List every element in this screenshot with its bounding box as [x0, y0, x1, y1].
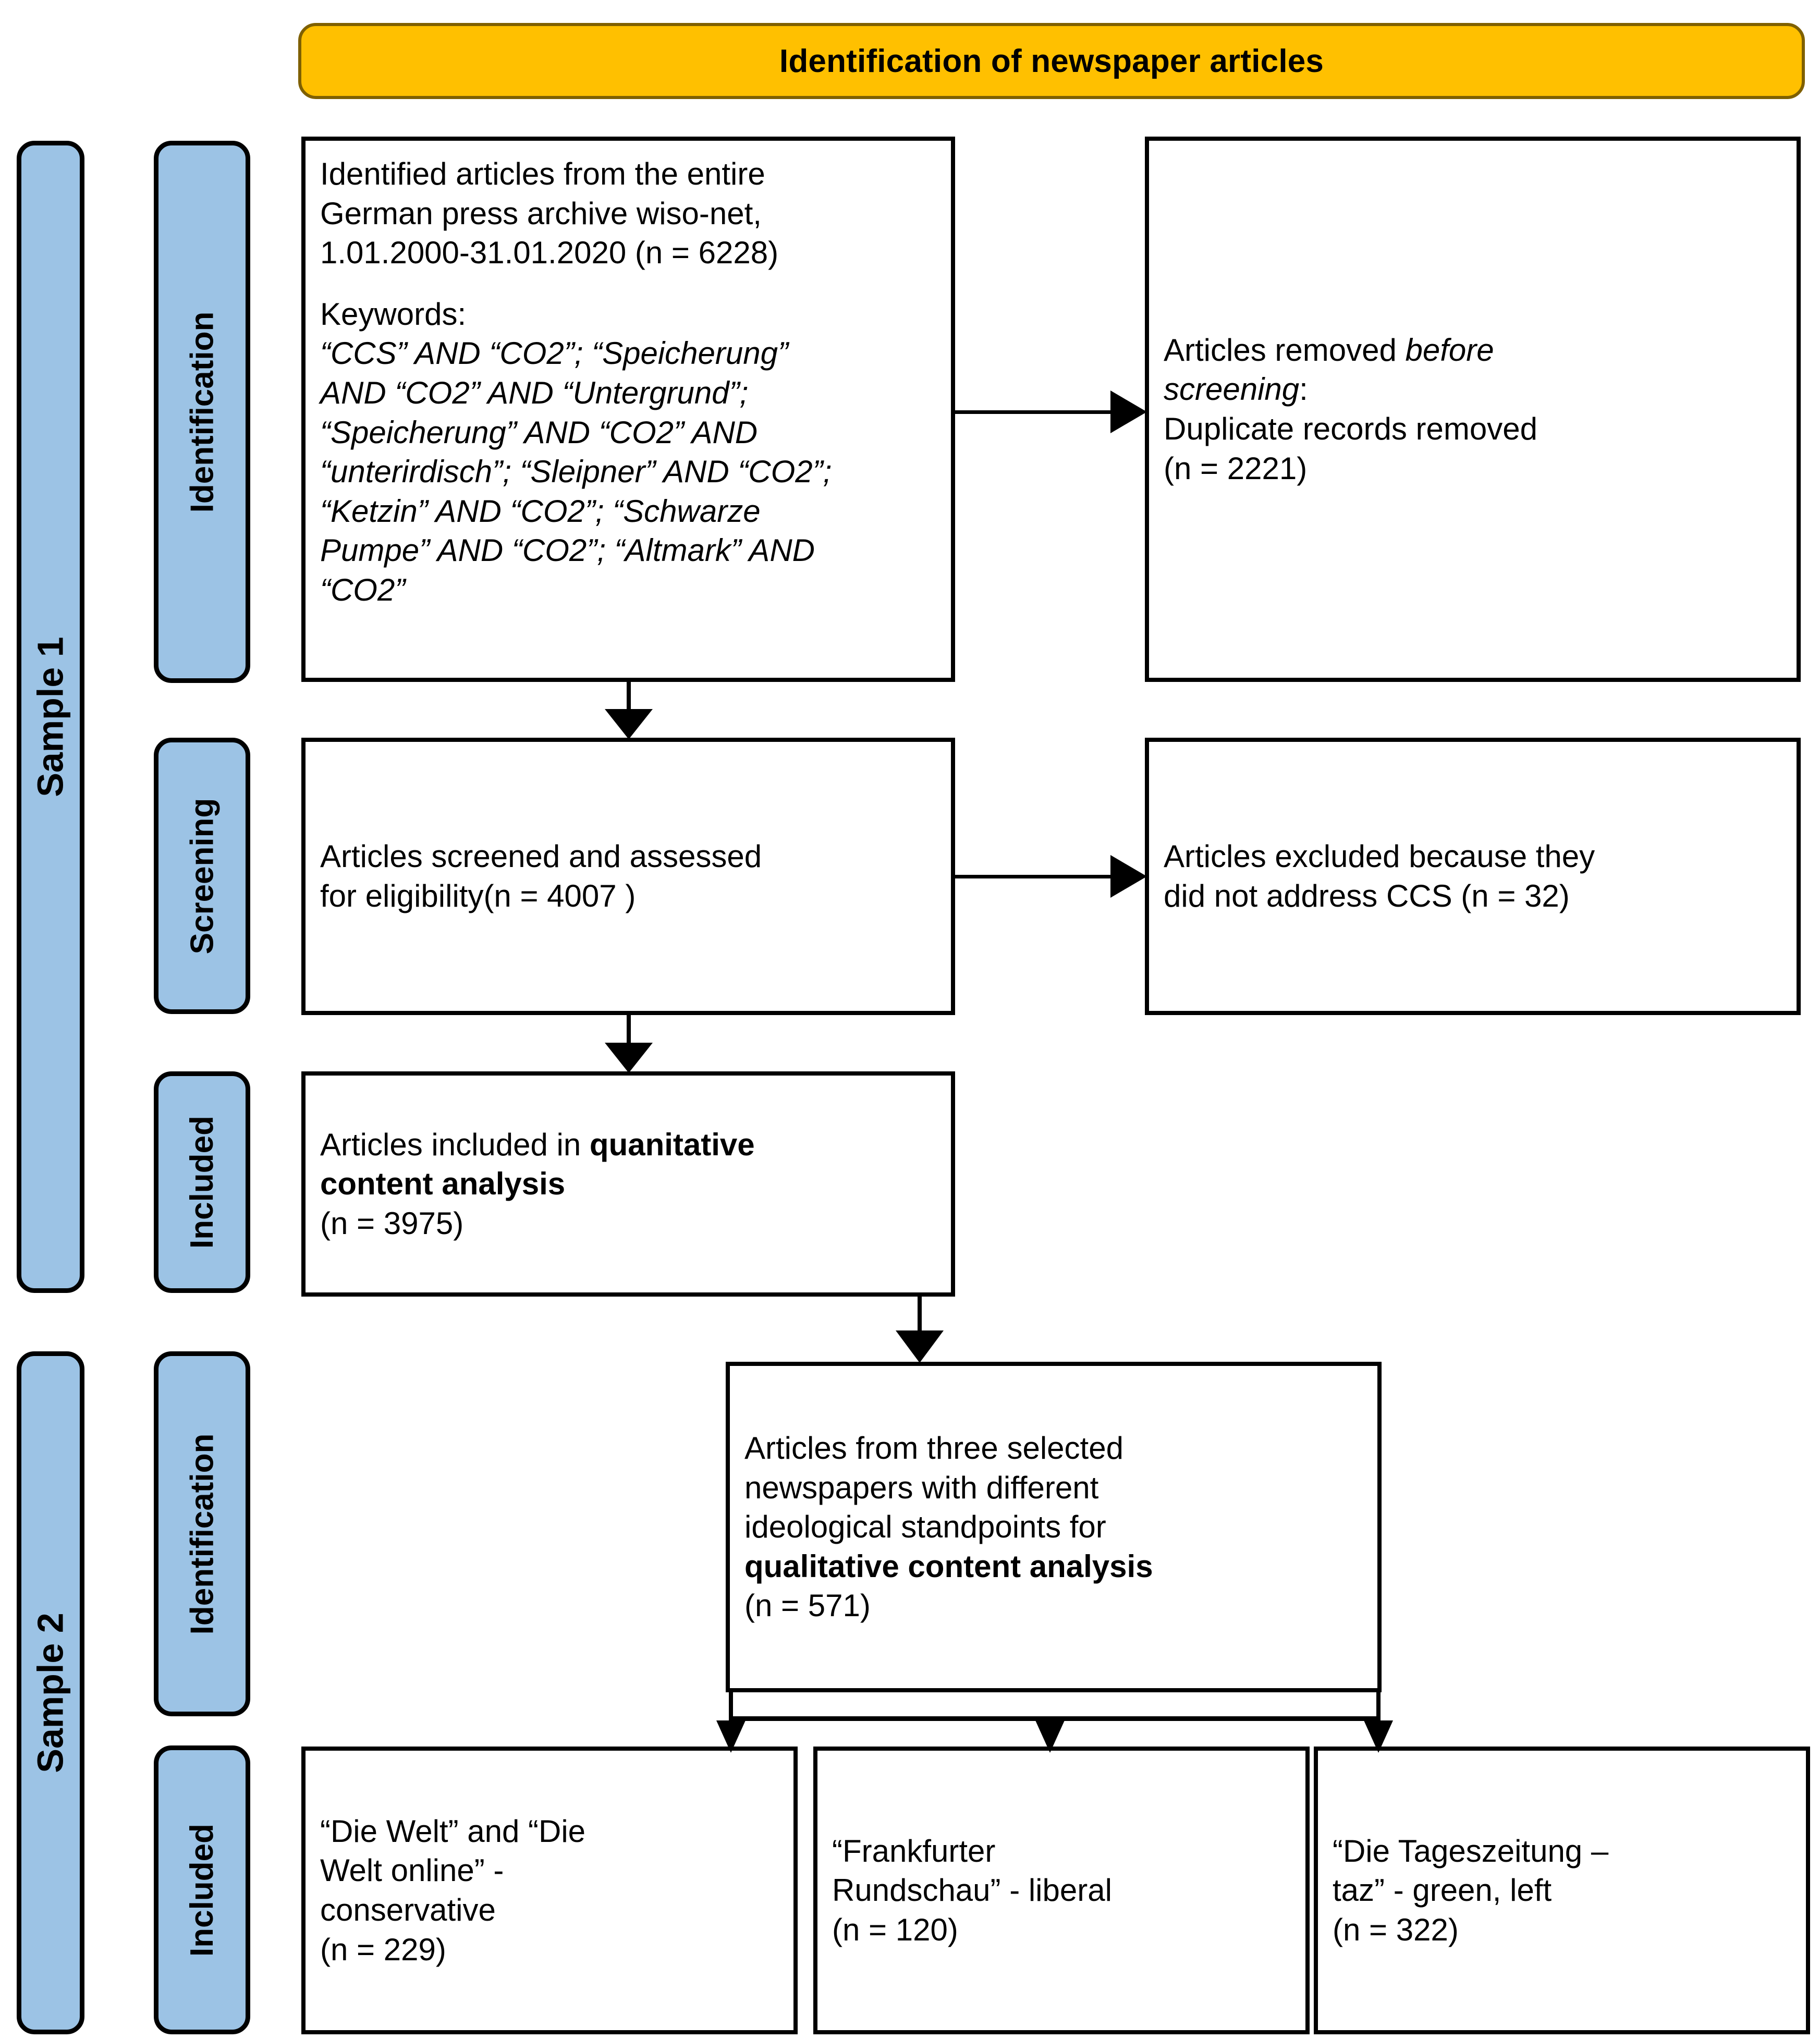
removed-count: (n = 2221)	[1164, 450, 1308, 486]
frankfurter-rundschau-text: “Frankfurter Rundschau” - liberal (n = 1…	[832, 1832, 1291, 1950]
taz-text: “Die Tageszeitung – taz” - green, left (…	[1333, 1832, 1791, 1950]
removed-line-1-plain: Articles removed	[1164, 332, 1406, 368]
keywords-line-7: “CO2”	[320, 572, 406, 607]
taz-line-1: “Die Tageszeitung –	[1333, 1833, 1609, 1869]
header-banner: Identification of newspaper articles	[298, 23, 1805, 99]
keywords-line-2: AND “CO2” AND “Untergrund”;	[320, 375, 749, 410]
frankfurter-line-1: “Frankfurter	[832, 1833, 996, 1869]
quant-count: (n = 3975)	[320, 1205, 464, 1241]
arrowhead-identified-to-removed	[1110, 390, 1147, 433]
box-articles-screened: Articles screened and assessed for eligi…	[301, 738, 955, 1015]
box-qualitative-selection: Articles from three selected newspapers …	[726, 1362, 1382, 1692]
stage-pill-included-1: Included	[154, 1071, 250, 1293]
stage-label-identification-2: Identification	[184, 1433, 220, 1634]
arrowhead-branch-to-die-welt	[716, 1720, 746, 1753]
screened-line-1: Articles screened and assessed	[320, 839, 762, 874]
sample-2-text: Sample 2	[30, 1613, 71, 1773]
keywords-line-5: “Ketzin” AND “CO2”; “Schwarze	[320, 493, 761, 529]
identified-line-2: German press archive wiso-net,	[320, 196, 762, 231]
removed-line-1-italic: before	[1405, 332, 1494, 368]
keywords-line-3: “Speicherung” AND “CO2” AND	[320, 414, 758, 450]
arrowhead-screened-to-excluded	[1110, 855, 1147, 898]
removed-line-2-plain: :	[1299, 372, 1308, 407]
stage-pill-included-2: Included	[154, 1745, 250, 2034]
qualitative-selection-text: Articles from three selected newspapers …	[744, 1428, 1363, 1626]
die-welt-count: (n = 229)	[320, 1932, 446, 1967]
sample-1-text: Sample 1	[30, 637, 71, 797]
quant-line-2-bold: content analysis	[320, 1166, 566, 1202]
identified-line-3: 1.01.2000-31.01.2020 (n = 6228)	[320, 235, 779, 271]
connector-identified-to-removed	[955, 410, 1117, 414]
box-articles-excluded: Articles excluded because they did not a…	[1145, 738, 1801, 1015]
removed-line-2-italic: screening	[1164, 372, 1300, 407]
quantitative-included-text: Articles included in quanitative content…	[320, 1125, 936, 1243]
box-newspaper-die-welt: “Die Welt” and “Die Welt online” - conse…	[301, 1747, 798, 2034]
articles-screened-text: Articles screened and assessed for eligi…	[320, 837, 936, 915]
identified-articles-text: Identified articles from the entire Germ…	[320, 154, 936, 610]
removed-before-screening-text: Articles removed before screening: Dupli…	[1164, 331, 1782, 488]
branch-stem-vertical	[729, 1692, 733, 1720]
qual-line-4-bold: qualitative content analysis	[744, 1548, 1153, 1584]
box-removed-before-screening: Articles removed before screening: Dupli…	[1145, 137, 1801, 682]
frankfurter-count: (n = 120)	[832, 1912, 958, 1947]
paragraph-gap	[320, 273, 936, 295]
connector-identified-to-screened	[627, 682, 631, 714]
identified-line-1: Identified articles from the entire	[320, 156, 765, 191]
stage-pill-screening-1: Screening	[154, 738, 250, 1014]
arrowhead-screened-to-included	[605, 1043, 653, 1073]
sample-1-label: Sample 1	[17, 141, 84, 1293]
keywords-heading: Keywords:	[320, 296, 467, 332]
qual-count: (n = 571)	[744, 1588, 871, 1623]
quant-line-1-bold: quanitative	[589, 1127, 755, 1162]
stage-pill-identification-2: Identification	[154, 1351, 250, 1716]
branch-horizontal-bus	[729, 1716, 1381, 1721]
header-title: Identification of newspaper articles	[779, 43, 1324, 79]
taz-line-2: taz” - green, left	[1333, 1873, 1552, 1908]
die-welt-line-3: conservative	[320, 1893, 496, 1927]
die-welt-text: “Die Welt” and “Die Welt online” - conse…	[320, 1812, 779, 1969]
keywords-line-1: “CCS” AND “CO2”; “Speicherung”	[320, 336, 788, 371]
connector-included-to-qualitative	[918, 1297, 922, 1334]
branch-right-drop	[1376, 1692, 1381, 1720]
arrowhead-included-to-qualitative	[896, 1330, 944, 1363]
stage-label-included-1: Included	[184, 1116, 220, 1249]
sample-2-label: Sample 2	[17, 1351, 84, 2034]
arrowhead-branch-to-taz	[1364, 1720, 1393, 1753]
box-quantitative-included: Articles included in quanitative content…	[301, 1071, 955, 1297]
box-identified-articles: Identified articles from the entire Germ…	[301, 137, 955, 682]
stage-label-identification-1: Identification	[184, 311, 220, 512]
arrowhead-identified-to-screened	[605, 709, 653, 739]
keywords-line-4: “unterirdisch”; “Sleipner” AND “CO2”;	[320, 454, 832, 490]
arrowhead-branch-to-frankfurter	[1035, 1720, 1065, 1753]
screened-line-2: for eligibility(n = 4007 )	[320, 878, 636, 913]
stage-label-screening-1: Screening	[184, 798, 220, 954]
excluded-line-1: Articles excluded because they	[1164, 839, 1595, 874]
die-welt-line-1: “Die Welt” and “Die	[320, 1813, 586, 1849]
stage-pill-identification-1: Identification	[154, 141, 250, 683]
die-welt-line-2: Welt online” -	[320, 1853, 504, 1888]
taz-count: (n = 322)	[1333, 1912, 1459, 1947]
quant-line-1-plain: Articles included in	[320, 1127, 590, 1162]
stage-label-included-2: Included	[184, 1823, 220, 1957]
keywords-line-6: Pumpe” AND “CO2”; “Altmark” AND	[320, 533, 815, 568]
box-newspaper-taz: “Die Tageszeitung – taz” - green, left (…	[1314, 1747, 1810, 2034]
box-newspaper-frankfurter-rundschau: “Frankfurter Rundschau” - liberal (n = 1…	[813, 1747, 1310, 2034]
articles-excluded-text: Articles excluded because they did not a…	[1164, 837, 1782, 915]
removed-line-3: Duplicate records removed	[1164, 411, 1537, 446]
qual-line-2: newspapers with different	[744, 1470, 1099, 1505]
connector-screened-to-excluded	[955, 875, 1117, 878]
qual-line-3: ideological standpoints for	[744, 1509, 1106, 1545]
connector-screened-to-included	[627, 1015, 631, 1047]
excluded-line-2: did not address CCS (n = 32)	[1164, 878, 1570, 913]
qual-line-1: Articles from three selected	[744, 1431, 1123, 1466]
frankfurter-line-2: Rundschau” - liberal	[832, 1873, 1112, 1908]
